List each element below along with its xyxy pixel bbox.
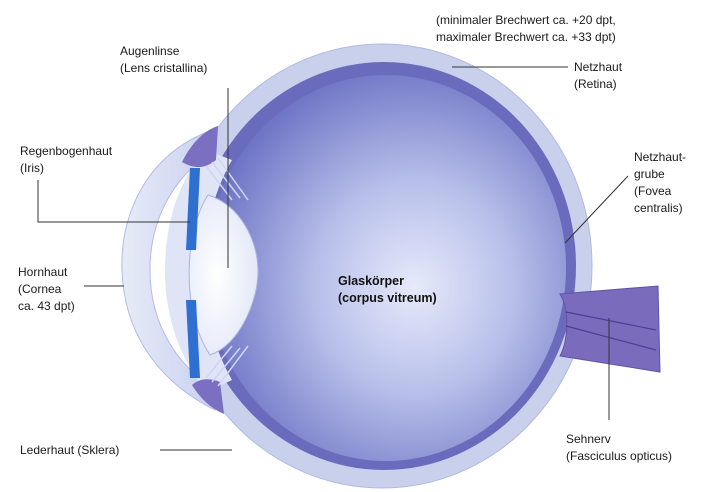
vitreous-body: [206, 75, 566, 461]
label-vitreous-1: Glaskörper: [338, 274, 404, 288]
label-iris-1: Regenbogenhaut: [20, 144, 113, 158]
label-lens-2: (Lens cristallina): [120, 61, 207, 75]
label-cornea-3: ca. 43 dpt): [18, 299, 75, 313]
label-cornea-1: Hornhaut: [18, 265, 68, 279]
label-fovea-2: grube: [634, 167, 665, 181]
label-power-2: maximaler Brechwert ca. +33 dpt): [436, 30, 616, 44]
label-power-1: (minimaler Brechwert ca. +20 dpt,: [436, 13, 616, 27]
label-nerve-2: (Fasciculus opticus): [566, 449, 672, 463]
label-lens-1: Augenlinse: [120, 44, 180, 58]
label-fovea-4: centralis): [634, 201, 683, 215]
label-nerve-1: Sehnerv: [566, 432, 611, 446]
label-retina-2: (Retina): [574, 77, 617, 91]
label-iris-2: (Iris): [20, 161, 44, 175]
label-fovea-3: (Fovea: [634, 184, 672, 198]
label-fovea-1: Netzhaut-: [634, 150, 686, 164]
label-vitreous-2: (corpus vitreum): [338, 291, 437, 305]
label-sclera: Lederhaut (Sklera): [20, 443, 119, 457]
label-retina-1: Netzhaut: [574, 60, 623, 74]
label-cornea-2: (Cornea: [18, 282, 62, 296]
